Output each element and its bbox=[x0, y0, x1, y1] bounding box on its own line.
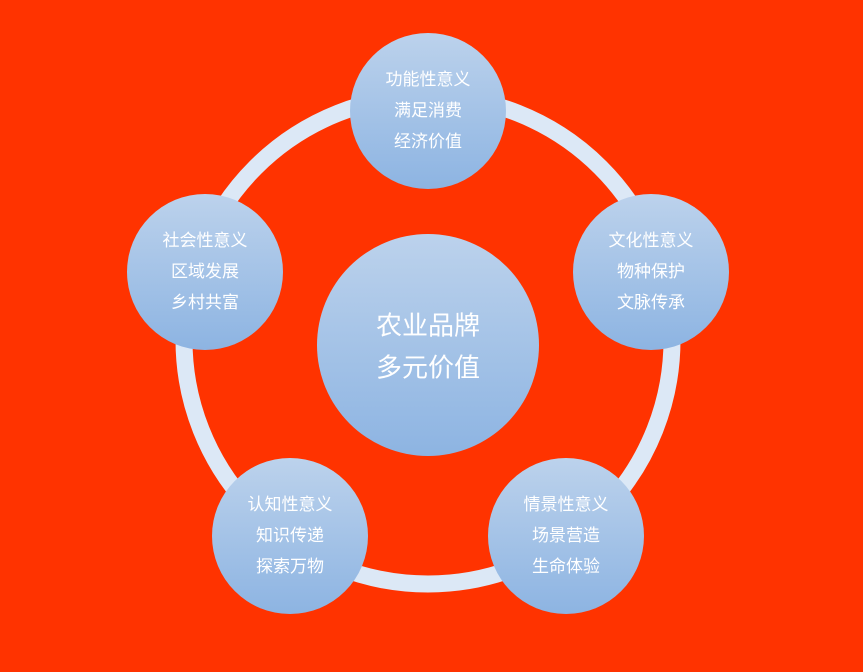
node-social-title: 社会性意义 bbox=[163, 231, 248, 251]
node-cognitive: 认知性意义 知识传递 探索万物 bbox=[212, 458, 368, 614]
node-circle-functional bbox=[350, 33, 506, 189]
node-scenario-line-3: 生命体验 bbox=[532, 557, 600, 577]
node-functional-line-2: 满足消费 bbox=[394, 101, 462, 121]
node-scenario-line-2: 场景营造 bbox=[532, 526, 600, 546]
node-social-line-2: 区域发展 bbox=[171, 262, 239, 282]
node-cultural: 文化性意义 物种保护 文脉传承 bbox=[573, 194, 729, 350]
node-circle-cultural bbox=[573, 194, 729, 350]
node-cognitive-line-3: 探索万物 bbox=[256, 557, 324, 577]
node-scenario-title: 情景性意义 bbox=[524, 495, 609, 515]
node-cognitive-line-2: 知识传递 bbox=[256, 526, 324, 546]
node-functional: 功能性意义 满足消费 经济价值 bbox=[350, 33, 506, 189]
node-circle-cognitive bbox=[212, 458, 368, 614]
node-social: 社会性意义 区域发展 乡村共富 bbox=[127, 194, 283, 350]
node-functional-line-3: 经济价值 bbox=[394, 132, 462, 152]
node-cultural-line-2: 物种保护 bbox=[617, 262, 685, 282]
node-social-line-3: 乡村共富 bbox=[171, 293, 239, 313]
node-cultural-title: 文化性意义 bbox=[609, 231, 694, 251]
center-circle bbox=[317, 234, 539, 456]
node-scenario: 情景性意义 场景营造 生命体验 bbox=[488, 458, 644, 614]
node-circle-scenario bbox=[488, 458, 644, 614]
node-functional-title: 功能性意义 bbox=[386, 70, 471, 90]
node-cultural-line-3: 文脉传承 bbox=[617, 293, 685, 313]
node-cognitive-title: 认知性意义 bbox=[248, 495, 333, 515]
center-title-line-1: 农业品牌 bbox=[376, 312, 480, 342]
center-title-line-2: 多元价值 bbox=[376, 354, 480, 384]
center-node: 农业品牌 多元价值 bbox=[317, 234, 539, 456]
node-circle-social bbox=[127, 194, 283, 350]
